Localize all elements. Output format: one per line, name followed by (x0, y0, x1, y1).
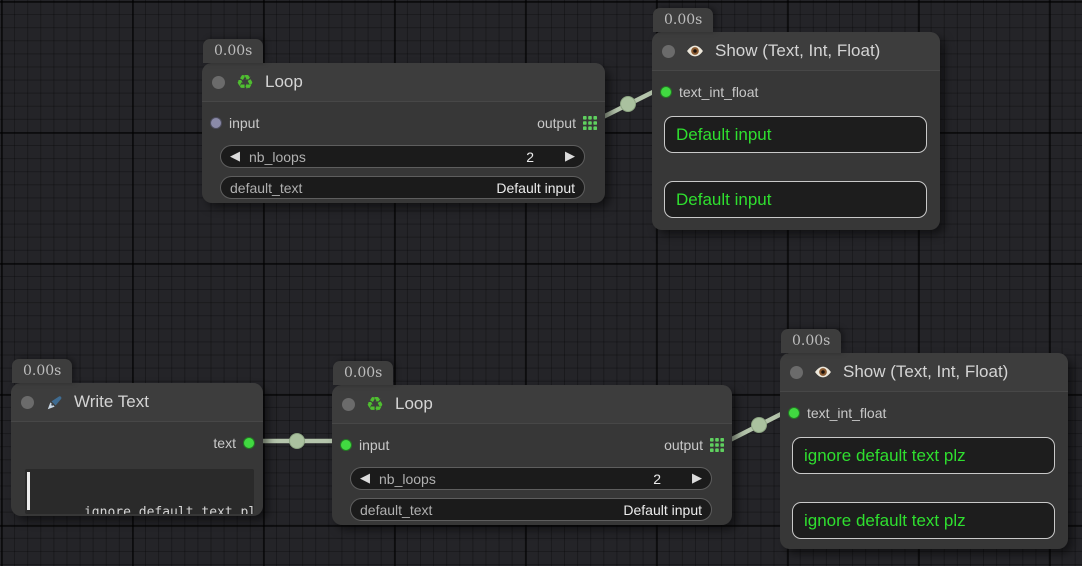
widget-value[interactable]: Default input (623, 501, 702, 518)
widget-value[interactable]: 2 (526, 148, 534, 165)
widget-label: nb_loops (249, 148, 306, 165)
output-grid-icon[interactable] (583, 116, 597, 130)
node-title: Loop (395, 394, 433, 413)
node-loop-bottom[interactable]: 0.00s ♻ Loop input output ◀ nb_loops 2 (332, 361, 732, 525)
collapse-dot[interactable] (662, 44, 675, 58)
node-titlebar[interactable]: Show (Text, Int, Float) (780, 353, 1068, 392)
output-slot-label: output (664, 437, 703, 453)
node-loop-top[interactable]: 0.00s ♻ Loop input output ◀ nb_loops 2 (202, 39, 605, 203)
widget-label: default_text (230, 179, 303, 196)
widget-value[interactable]: Default input (496, 179, 575, 196)
input-port[interactable] (210, 117, 222, 129)
input-slot-label: text_int_float (679, 84, 759, 100)
eye-icon (685, 41, 705, 61)
execution-time-badge: 0.00s (203, 39, 264, 63)
node-title: Write Text (74, 392, 149, 411)
display-text-box[interactable]: ignore default text plz (792, 437, 1055, 474)
collapse-dot[interactable] (21, 395, 34, 409)
eye-icon (813, 362, 833, 382)
node-title: Show (Text, Int, Float) (715, 41, 881, 60)
widget-label: nb_loops (379, 470, 436, 487)
output-grid-icon[interactable] (710, 438, 724, 452)
input-slot-label: input (359, 437, 390, 453)
nb-loops-stepper[interactable]: ◀ nb_loops 2 ▶ (350, 467, 712, 490)
collapse-dot[interactable] (212, 75, 225, 89)
text-caret (27, 472, 30, 510)
link-midpoint-dot[interactable] (751, 417, 767, 433)
increment-arrow-icon[interactable]: ▶ (565, 149, 575, 164)
node-show-top[interactable]: 0.00s Show (Text, Int, Float) text_int_f… (652, 8, 940, 230)
default-text-widget[interactable]: default_text Default input (220, 176, 585, 199)
node-titlebar[interactable]: Write Text (11, 383, 263, 422)
output-slot-label: output (537, 115, 576, 131)
input-port[interactable] (660, 86, 672, 98)
node-show-bottom[interactable]: 0.00s Show (Text, Int, Float) text_int_f… (780, 329, 1068, 549)
input-slot-label: text_int_float (807, 405, 887, 421)
recycle-icon: ♻ (236, 70, 254, 94)
recycle-icon: ♻ (366, 392, 384, 416)
node-title: Loop (265, 72, 303, 91)
input-port[interactable] (788, 407, 800, 419)
execution-time-badge: 0.00s (12, 359, 73, 383)
input-port[interactable] (340, 439, 352, 451)
decrement-arrow-icon[interactable]: ◀ (230, 149, 240, 164)
link-midpoint-dot[interactable] (289, 433, 305, 449)
display-text-box[interactable]: Default input (664, 181, 927, 218)
node-titlebar[interactable]: ♻ Loop (332, 385, 732, 424)
text-input[interactable]: ignore default text plz (25, 469, 254, 514)
execution-time-badge: 0.00s (333, 361, 394, 385)
node-title: Show (Text, Int, Float) (843, 362, 1009, 381)
node-write-text[interactable]: 0.00s Write Text text ignore default tex… (11, 359, 263, 516)
increment-arrow-icon[interactable]: ▶ (692, 471, 702, 486)
widget-label: default_text (360, 501, 433, 518)
default-text-widget[interactable]: default_text Default input (350, 498, 712, 521)
display-text-box[interactable]: Default input (664, 116, 927, 153)
output-slot-label: text (213, 435, 236, 451)
node-titlebar[interactable]: Show (Text, Int, Float) (652, 32, 940, 71)
execution-time-badge: 0.00s (781, 329, 842, 353)
link-midpoint-dot[interactable] (620, 96, 636, 112)
execution-time-badge: 0.00s (653, 8, 714, 32)
output-port[interactable] (243, 437, 255, 449)
input-slot-label: input (229, 115, 260, 131)
collapse-dot[interactable] (790, 365, 803, 379)
fountain-pen-icon (44, 392, 64, 412)
widget-value[interactable]: 2 (653, 470, 661, 487)
text-input-value: ignore default text plz (83, 505, 254, 514)
node-titlebar[interactable]: ♻ Loop (202, 63, 605, 102)
nb-loops-stepper[interactable]: ◀ nb_loops 2 ▶ (220, 145, 585, 168)
collapse-dot[interactable] (342, 397, 355, 411)
decrement-arrow-icon[interactable]: ◀ (360, 471, 370, 486)
display-text-box[interactable]: ignore default text plz (792, 502, 1055, 539)
